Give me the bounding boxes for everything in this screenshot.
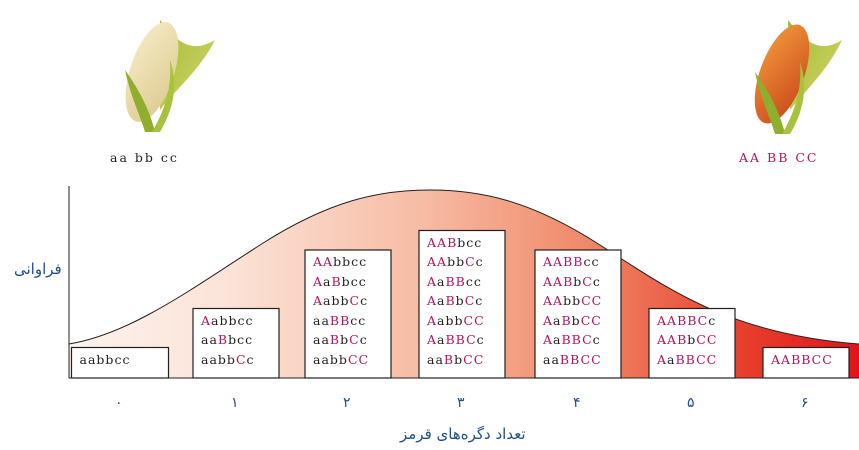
y-axis-title: فراوانی [14, 260, 62, 278]
x-tick-label: ۶ [801, 395, 809, 411]
genotype-box-1 [192, 307, 280, 379]
genotype-box-2 [304, 249, 392, 379]
genotype-entry: AaBBCC [657, 351, 718, 367]
genotype-entry: aaBbCc [313, 332, 368, 347]
genotype-entry: aaBBCC [543, 351, 602, 367]
genotype-box-0 [70, 346, 170, 379]
genotype-entry: AABBcc [543, 254, 600, 269]
genotype-entry: AABBCc [657, 312, 717, 328]
curve-outline [68, 189, 859, 345]
genotype-entry: aaBbcc [201, 332, 254, 347]
genotype-entry: AabbCc [313, 293, 369, 308]
genotype-entry: AAbbCC [543, 293, 603, 308]
x-axis-title: تعداد دگره‌های قرمز [400, 425, 526, 443]
genotype-entry: AaBBCc [543, 332, 601, 347]
genotype-entry: AABBCC [771, 351, 833, 367]
genotype-entry: AaBbCC [543, 312, 602, 328]
genotype-box-6 [762, 346, 850, 379]
genotype-entry: aabbcc [79, 351, 131, 367]
genotype-entry: AABbCc [543, 273, 601, 289]
genotype-box-3 [418, 229, 506, 379]
red-corn-icon [754, 20, 842, 134]
genotype-entry: AaBBcc [427, 273, 482, 289]
genotype-entry: AaBBCc [427, 332, 485, 347]
genotype-entry: AABbcc [427, 234, 483, 250]
genotype-entry: aabbCc [201, 351, 255, 367]
x-tick-label: ۴ [573, 395, 581, 411]
genotype-entry: Aabbcc [201, 312, 254, 328]
genotype-entry: aaBbCC [427, 351, 485, 367]
x-tick-label: ۲ [343, 395, 351, 411]
x-tick-label: ۱ [231, 395, 239, 411]
genotype-box-5 [648, 307, 736, 379]
genotype-entry: AAbbcc [313, 254, 368, 269]
x-tick-label: ۰ [115, 395, 123, 411]
x-tick-label: ۵ [687, 395, 695, 411]
genotype-entry: AAbbCc [427, 254, 484, 269]
genotype-entry: AaBbcc [313, 273, 367, 289]
x-tick-label: ۳ [457, 395, 465, 411]
genotype-entry: aabbCC [313, 351, 370, 367]
red-genotype-label: AA BB CC [739, 150, 819, 165]
genotype-entry: AABbCC [657, 332, 718, 347]
white-corn-icon [125, 20, 215, 132]
genotype-entry: AabbCC [427, 312, 485, 328]
genotype-box-4 [534, 249, 622, 379]
white-genotype-label: aa bb cc [110, 150, 179, 165]
genotype-entry: aaBBcc [313, 312, 367, 328]
genotype-entry: AaBbCc [427, 293, 484, 308]
